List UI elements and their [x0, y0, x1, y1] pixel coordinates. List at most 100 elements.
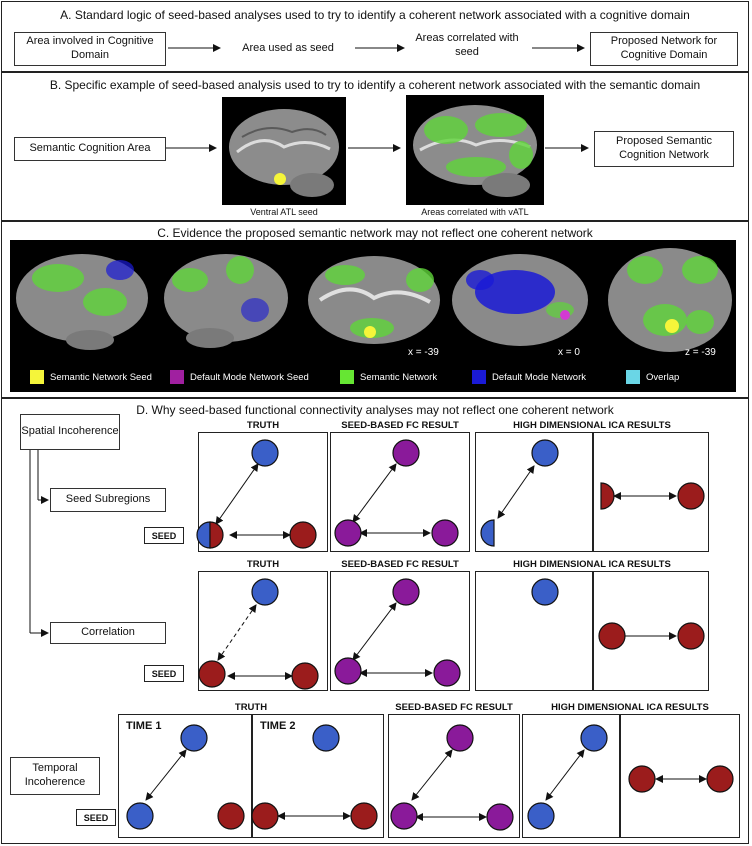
r1s-top-node — [392, 439, 420, 467]
temporal-incoherence-box: Temporal Incoherence — [10, 757, 100, 795]
area-used-as-seed-label: Area used as seed — [242, 42, 334, 54]
panel-b: B. Specific example of seed-based analys… — [1, 72, 749, 221]
brain-sagittal-x-39 — [308, 256, 440, 344]
ventral-atl-seed-image — [222, 97, 346, 205]
panel-d-title: D. Why seed-based functional connectivit… — [136, 403, 614, 417]
r3i-red-node-right — [706, 765, 734, 793]
seed-subregions-box: Seed Subregions — [50, 488, 166, 512]
time1-label: TIME 1 — [126, 720, 162, 732]
panel-b-title: B. Specific example of seed-based analys… — [49, 78, 701, 92]
r1i-blue-half — [480, 519, 495, 547]
panel-d: D. Why seed-based functional connectivit… — [1, 398, 749, 844]
cognitive-domain-area-box: Area involved in Cognitive Domain — [14, 32, 166, 66]
row3-truth-header: TRUTH — [234, 702, 268, 713]
r3t1-red-node — [217, 802, 245, 830]
r2t-red-node — [291, 662, 319, 690]
r3t2-red-node — [350, 802, 378, 830]
row3-ica-header: HIGH DIMENSIONAL ICA RESULTS — [551, 702, 709, 713]
panel-c-title: C. Evidence the proposed semantic networ… — [157, 226, 593, 240]
ventral-atl-seed-caption: Ventral ATL seed — [250, 207, 318, 217]
brain-sagittal-x-0 — [452, 254, 588, 346]
r2s-top-node — [392, 578, 420, 606]
r1i-arrow-up — [497, 465, 535, 519]
legend-swatch-blue — [472, 370, 486, 384]
r1s-seed-node — [334, 519, 362, 547]
r3t1-seed-node — [126, 802, 154, 830]
r3s-arrow-up — [411, 749, 453, 801]
r2i-blue-node — [531, 578, 559, 606]
r1i-red-node — [677, 482, 705, 510]
proposed-semantic-network-box: Proposed Semantic Cognition Network — [594, 131, 734, 167]
r1i-red-half — [600, 482, 615, 510]
r1i-blue-node — [531, 439, 559, 467]
r3i-red-node-left — [628, 765, 656, 793]
spatial-incoherence-box: Spatial Incoherence — [20, 414, 120, 450]
time2-label: TIME 2 — [260, 720, 296, 732]
r3i-blue-node-top — [580, 724, 608, 752]
r3t2-seed-node — [251, 802, 279, 830]
r1s-arrow-up — [352, 463, 397, 523]
brain-lateral-right — [164, 254, 288, 348]
legend-label: Overlap — [646, 371, 680, 383]
r3i-blue-node-bottom — [527, 802, 555, 830]
r3t2-blue-node — [312, 724, 340, 752]
r3t1-blue-node — [180, 724, 208, 752]
r3t1-arrow — [145, 749, 187, 801]
legend-overlap: Overlap — [626, 370, 679, 384]
correlation-box: Correlation — [50, 622, 166, 644]
legend-dmn-seed: Default Mode Network Seed — [170, 370, 309, 384]
coord-x-minus-39: x = -39 — [408, 347, 439, 358]
r3i-arrow-up — [545, 749, 585, 801]
r2i-red-node-left — [598, 622, 626, 650]
r2s-seed-node — [334, 657, 362, 685]
legend-swatch-cyan — [626, 370, 640, 384]
row2-seedfc-header: SEED-BASED FC RESULT — [341, 559, 459, 570]
r3s-top-node — [446, 724, 474, 752]
brain-images-strip: x = -39 x = 0 z = -39 Semantic Network S… — [10, 240, 736, 392]
legend-semantic-seed: Semantic Network Seed — [30, 370, 152, 384]
semantic-cognition-area-box: Semantic Cognition Area — [14, 137, 166, 161]
legend-semantic-network: Semantic Network — [340, 370, 437, 384]
r2i-red-node-right — [677, 622, 705, 650]
legend-label: Default Mode Network — [492, 371, 586, 383]
legend-label: Semantic Network — [360, 371, 438, 383]
legend-label: Semantic Network Seed — [50, 371, 152, 383]
r1t-arrow-up — [215, 463, 259, 525]
row2-seed-label: SEED — [144, 665, 184, 682]
areas-correlated-caption: Areas correlated with vATL — [421, 207, 529, 217]
r1t-seed-blue-half — [196, 521, 211, 549]
coord-z-minus-39: z = -39 — [685, 347, 716, 358]
coord-x-0: x = 0 — [558, 347, 580, 358]
areas-correlated-label: Areas correlated with seed — [415, 32, 519, 58]
r1t-seed-red-half — [209, 521, 224, 549]
r2t-seed-node — [198, 660, 226, 688]
r1t-blue-node — [251, 439, 279, 467]
legend-swatch-purple — [170, 370, 184, 384]
panel-a: A. Standard logic of seed-based analyses… — [1, 1, 749, 72]
row1-seedfc-header: SEED-BASED FC RESULT — [341, 420, 459, 431]
r1s-right-node — [431, 519, 459, 547]
r3s-right-node — [486, 803, 514, 831]
legend-swatch-yellow — [30, 370, 44, 384]
brain-lateral-left — [16, 254, 148, 350]
areas-correlated-image — [406, 95, 544, 205]
panel-a-title: A. Standard logic of seed-based analyses… — [60, 8, 690, 22]
legend-swatch-green — [340, 370, 354, 384]
row1-seed-label: SEED — [144, 527, 184, 544]
panel-c: C. Evidence the proposed semantic networ… — [1, 221, 749, 398]
r2s-right-node — [433, 659, 461, 687]
r3s-seed-node — [390, 802, 418, 830]
row2-truth-header: TRUTH — [246, 559, 280, 570]
proposed-network-box: Proposed Network for Cognitive Domain — [590, 32, 738, 66]
row3-seed-label: SEED — [76, 809, 116, 826]
legend-label: Default Mode Network Seed — [190, 371, 309, 383]
r1t-red-node — [289, 521, 317, 549]
r2t-arrow-dashed — [217, 604, 257, 661]
legend-dmn: Default Mode Network — [472, 370, 586, 384]
row3-seedfc-header: SEED-BASED FC RESULT — [395, 702, 513, 713]
brain-axial-z-39 — [608, 248, 732, 352]
r2s-arrow-up — [352, 602, 397, 661]
row1-ica-header: HIGH DIMENSIONAL ICA RESULTS — [513, 420, 671, 431]
r2t-blue-node — [251, 578, 279, 606]
